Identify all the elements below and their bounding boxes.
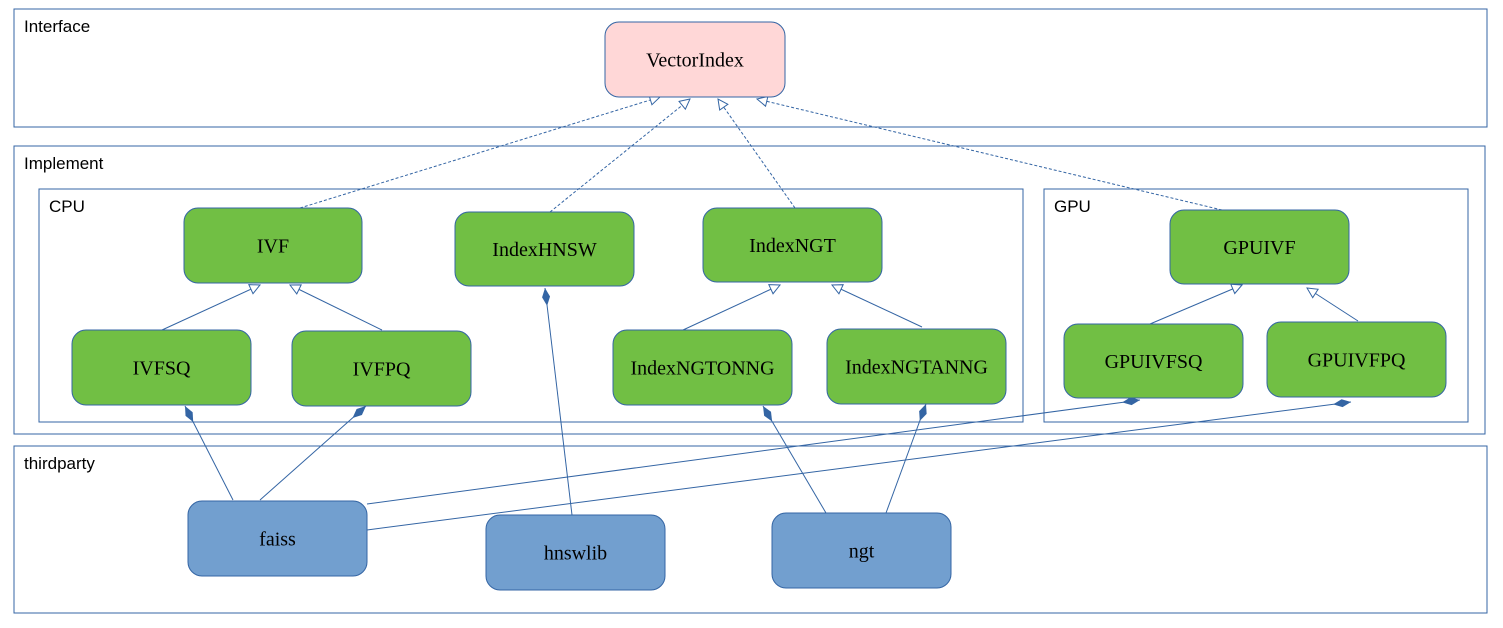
composition-edge-faiss-to-GPUIVFPQ <box>366 399 1352 531</box>
node-box <box>604 21 786 98</box>
group-label: Interface <box>24 17 90 36</box>
node-GPUIVF[interactable]: GPUIVF <box>1169 209 1350 285</box>
node-box <box>771 512 952 589</box>
node-ngt[interactable]: ngt <box>771 512 952 589</box>
node-box <box>187 500 368 577</box>
node-box <box>71 329 252 406</box>
node-box <box>485 514 666 591</box>
node-faiss[interactable]: faiss <box>187 500 368 577</box>
group-border <box>13 445 1488 614</box>
group-cpu: CPU <box>38 188 1024 423</box>
node-hnswlib[interactable]: hnswlib <box>485 514 666 591</box>
inheritance-edge-IndexNGTANNG-to-IndexNGT <box>832 285 923 328</box>
group-gpu: GPU <box>1043 188 1469 423</box>
composition-edge-ngt-to-IndexNGTANNG <box>885 403 927 514</box>
node-box <box>291 330 472 407</box>
group-label: thirdparty <box>24 454 95 473</box>
node-IVFPQ[interactable]: IVFPQ <box>291 330 472 407</box>
composition-edge-hnswlib-to-IndexHNSW <box>542 287 573 516</box>
node-label: IndexNGTANNG <box>845 357 988 379</box>
group-border <box>13 8 1488 128</box>
node-box <box>702 207 883 283</box>
inheritance-edge-IVFSQ-to-IVF <box>161 285 260 331</box>
realization-edge-IVF-to-VectorIndex <box>299 97 660 209</box>
inheritance-edge-IndexNGTONNG-to-IndexNGT <box>682 285 780 331</box>
node-box <box>1169 209 1350 285</box>
node-label: hnswlib <box>544 543 607 565</box>
node-GPUIVFSQ[interactable]: GPUIVFSQ <box>1063 323 1244 399</box>
node-box <box>1266 321 1447 398</box>
node-label: IndexHNSW <box>492 239 597 261</box>
node-label: VectorIndex <box>646 50 744 72</box>
node-label: IndexNGT <box>749 235 836 257</box>
group-interface: Interface <box>13 8 1488 128</box>
realization-edge-IndexNGT-to-VectorIndex <box>718 99 796 209</box>
composition-edge-faiss-to-IVFSQ <box>184 405 234 501</box>
node-IndexNGTONNG[interactable]: IndexNGTONNG <box>612 329 793 406</box>
node-label: GPUIVFSQ <box>1105 351 1203 373</box>
node-label: IVFPQ <box>353 359 411 381</box>
node-label: GPUIVF <box>1223 237 1295 259</box>
inheritance-edge-GPUIVFSQ-to-GPUIVF <box>1149 285 1242 325</box>
group-border <box>38 188 1024 423</box>
node-box <box>612 329 793 406</box>
group-label: CPU <box>49 197 85 216</box>
node-label: IVFSQ <box>133 358 191 380</box>
inheritance-edge-GPUIVFPQ-to-GPUIVF <box>1307 288 1359 322</box>
node-label: IVF <box>257 236 289 258</box>
node-label: GPUIVFPQ <box>1308 350 1406 372</box>
group-thirdparty: thirdparty <box>13 445 1488 614</box>
group-border <box>1043 188 1469 423</box>
node-label: ngt <box>849 541 875 563</box>
realization-edge-IndexHNSW-to-VectorIndex <box>549 99 690 213</box>
group-border <box>13 145 1486 435</box>
group-implement: Implement <box>13 145 1486 435</box>
inheritance-edge-IVFPQ-to-IVF <box>290 285 383 331</box>
composition-edge-ngt-to-IndexNGTONNG <box>762 405 827 514</box>
group-label: Implement <box>24 154 104 173</box>
composition-edge-faiss-to-IVFPQ <box>259 405 367 501</box>
node-box <box>454 211 635 287</box>
node-IndexNGTANNG[interactable]: IndexNGTANNG <box>826 328 1007 405</box>
group-label: GPU <box>1054 197 1091 216</box>
realization-edge-GPUIVF-to-VectorIndex <box>757 99 1223 211</box>
node-IndexHNSW[interactable]: IndexHNSW <box>454 211 635 287</box>
node-IndexNGT[interactable]: IndexNGT <box>702 207 883 283</box>
node-box <box>1063 323 1244 399</box>
node-label: IndexNGTONNG <box>630 358 774 380</box>
node-box <box>826 328 1007 405</box>
node-box <box>183 207 363 284</box>
node-VectorIndex[interactable]: VectorIndex <box>604 21 786 98</box>
node-IVF[interactable]: IVF <box>183 207 363 284</box>
node-label: faiss <box>259 529 296 551</box>
node-GPUIVFPQ[interactable]: GPUIVFPQ <box>1266 321 1447 398</box>
node-IVFSQ[interactable]: IVFSQ <box>71 329 252 406</box>
composition-edge-faiss-to-GPUIVFSQ <box>366 397 1141 505</box>
